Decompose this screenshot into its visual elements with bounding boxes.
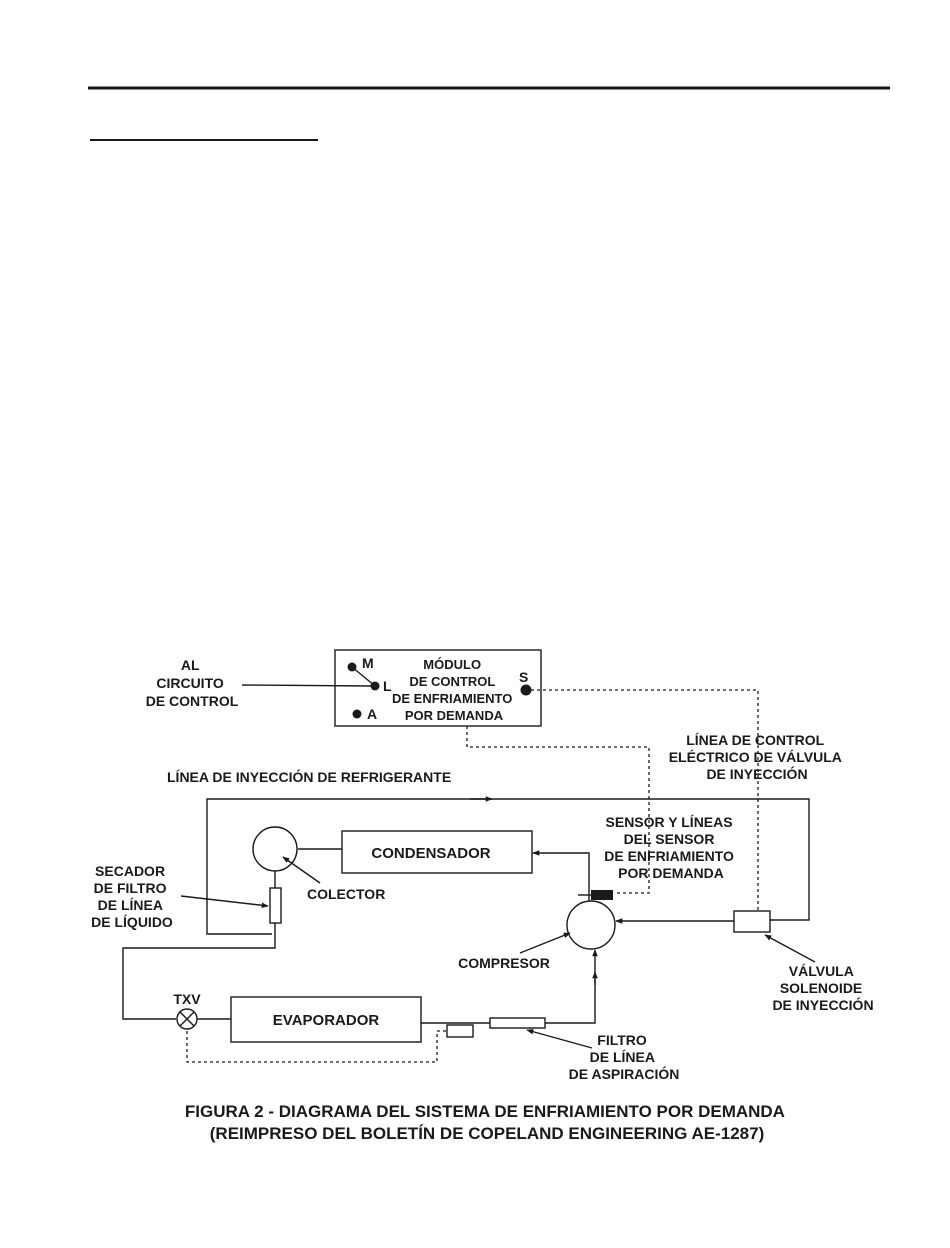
filtro-secador — [269, 887, 282, 924]
condensador-box — [341, 830, 533, 874]
control-module-box — [334, 649, 542, 727]
terminal-l-label: L — [383, 678, 392, 694]
valvula-pointer — [764, 934, 816, 963]
terminal-s-label: S — [519, 669, 528, 685]
terminal-l-dot — [370, 681, 380, 691]
colector-label: COLECTOR — [307, 886, 385, 902]
figure-caption: FIGURA 2 - DIAGRAMA DEL SISTEMA DE ENFRI… — [185, 1102, 789, 1143]
control-circuit-wire — [241, 684, 373, 687]
evaporador-label: EVAPORADOR — [273, 1012, 380, 1029]
filtro-label: FILTRO DE LÍNEA DE ASPIRACIÓN — [569, 1032, 680, 1082]
compresor-circle — [566, 900, 616, 950]
terminal-a-dot — [352, 709, 362, 719]
discharge-line — [532, 850, 590, 906]
filtro-aspiracion — [489, 1017, 546, 1029]
valvula-label: VÁLVULA SOLENOIDE DE INYECCIÓN — [772, 963, 873, 1013]
colector-pointer — [282, 856, 321, 884]
filtro-pointer — [526, 1028, 593, 1049]
sensor-label: SENSOR Y LÍNEAS DEL SENSOR DE ENFRIAMIEN… — [604, 814, 738, 881]
terminal-a-label: A — [367, 706, 377, 722]
valvula-solenoide — [733, 910, 771, 933]
txv-label: TXV — [173, 991, 201, 1007]
sensor-element — [591, 890, 613, 900]
injection-line — [206, 798, 810, 935]
secador-label: SECADOR DE FILTRO DE LÍNEA DE LÍQUIDO — [91, 863, 173, 930]
sensor-dotted-line — [466, 726, 650, 894]
compresor-label: COMPRESOR — [458, 955, 550, 971]
txv-bulb-dotted-line — [186, 1030, 447, 1063]
evaporador-box — [230, 996, 422, 1043]
terminal-s-dot — [520, 684, 532, 696]
suction-to-compressor-line — [545, 949, 598, 1024]
condensador-label: CONDENSADOR — [371, 845, 490, 862]
control-circuit-label: AL CIRCUITO DE CONTROL — [146, 657, 239, 709]
liquid-line — [122, 923, 276, 1020]
module-title: MÓDULO DE CONTROL DE ENFRIAMIENTO POR DE… — [392, 657, 516, 723]
terminal-m-label: M — [362, 655, 374, 671]
control-line-label: LÍNEA DE CONTROL ELÉCTRICO DE VÁLVULA DE… — [669, 732, 846, 782]
injection-line-label: LÍNEA DE INYECCIÓN DE REFRIGERANTE — [167, 768, 451, 785]
txv-cross-2 — [179, 1011, 195, 1027]
compresor-pointer — [519, 932, 571, 954]
secador-pointer — [180, 895, 269, 909]
txv-bulb — [446, 1024, 474, 1038]
module-switch-arm — [351, 666, 376, 687]
colector-circle — [252, 826, 298, 872]
